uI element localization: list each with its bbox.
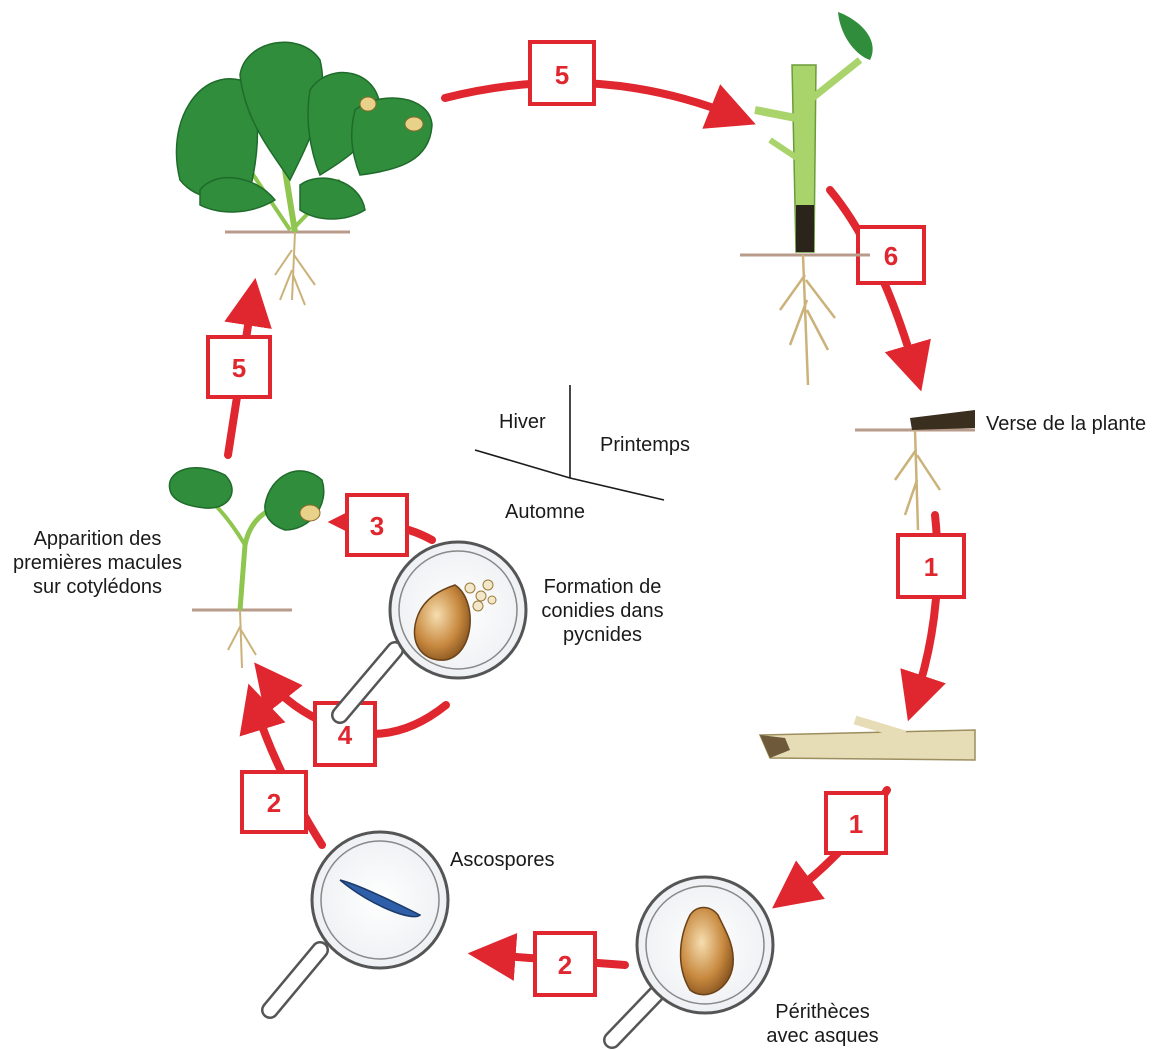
step-box-5-top: 5 [530, 42, 594, 104]
step-3-label: 3 [370, 511, 384, 541]
perithecia-line-2: avec asques [755, 1024, 890, 1048]
step-6-label: 6 [884, 241, 898, 271]
step-2-left-label: 2 [267, 788, 281, 818]
perithecia-label: Périthèces avec asques [755, 1000, 890, 1048]
step-4-label: 4 [338, 720, 353, 750]
ascospores-label: Ascospores [450, 848, 555, 872]
lodging-label: Verse de la plante [986, 412, 1146, 436]
season-autumn-label: Automne [505, 500, 585, 524]
perithecia-line-1: Périthèces [755, 1000, 890, 1024]
step-box-1-lower: 1 [826, 793, 886, 853]
first-spots-line-1: Apparition des [5, 527, 190, 551]
step-box-5-left: 5 [208, 337, 270, 397]
season-winter-label: Hiver [499, 410, 546, 434]
step-5-top-label: 5 [555, 60, 569, 90]
conidia-line-3: pycnides [530, 623, 675, 647]
step-1-upper-label: 1 [924, 552, 938, 582]
stem-canker-illustration [740, 12, 873, 385]
season-spring-label: Printemps [600, 433, 690, 457]
step-box-3: 3 [347, 495, 407, 555]
conidia-label: Formation de conidies dans pycnides [530, 575, 675, 647]
step-box-2-left: 2 [242, 772, 306, 832]
magnifier-perithecia [612, 877, 773, 1040]
conidia-line-1: Formation de [530, 575, 675, 599]
first-spots-line-3: sur cotylédons [5, 575, 190, 599]
first-spots-label: Apparition des premières macules sur cot… [5, 527, 190, 599]
stubble-residue-illustration [760, 720, 975, 760]
rosette-plant-illustration [176, 42, 432, 305]
magnifier-ascospores [270, 832, 448, 1010]
conidia-line-2: conidies dans [530, 599, 675, 623]
step-5-left-label: 5 [232, 353, 246, 383]
step-2-bottom-label: 2 [558, 950, 572, 980]
first-spots-line-2: premières macules [5, 551, 190, 575]
step-box-1-upper: 1 [898, 535, 964, 597]
seedling-illustration [169, 468, 323, 668]
lodged-plant-illustration [855, 410, 975, 530]
step-box-2-bottom: 2 [535, 933, 595, 995]
magnifier-pycnides [340, 542, 526, 715]
step-1-lower-label: 1 [849, 809, 863, 839]
